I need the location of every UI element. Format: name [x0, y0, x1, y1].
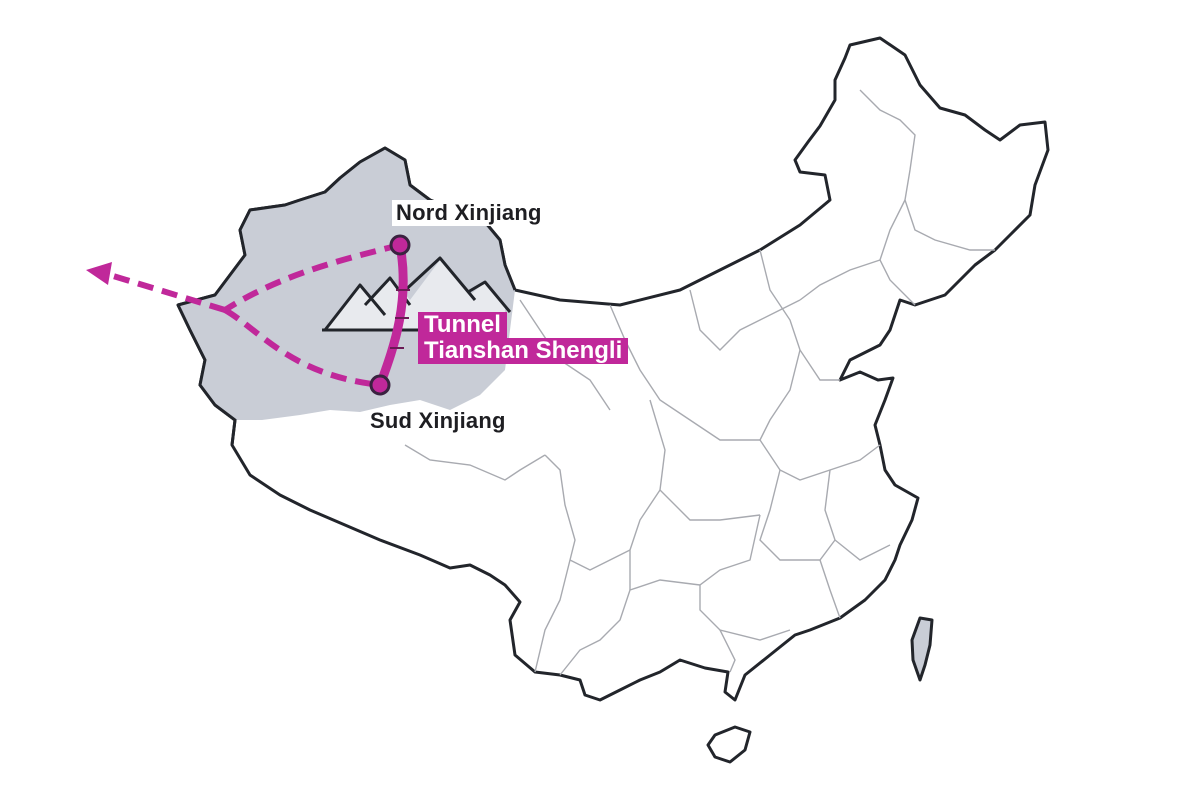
hainan — [706, 725, 752, 764]
tunnel-line — [375, 240, 408, 390]
tunnel-label: Tunnel Tianshan Shengli — [418, 312, 629, 364]
marker-nord-xinjiang[interactable] — [389, 234, 411, 256]
taiwan — [910, 616, 934, 682]
label-nord-xinjiang: Nord Xinjiang — [392, 200, 546, 226]
arrow-west-icon — [86, 262, 112, 285]
route-lines — [109, 242, 401, 388]
marker-sud-xinjiang[interactable] — [369, 374, 391, 396]
xinjiang-region — [178, 148, 515, 420]
tunnel-label-line2: Tianshan Shengli — [418, 338, 629, 364]
tunnel-label-line1: Tunnel — [418, 312, 507, 338]
label-sud-xinjiang: Sud Xinjiang — [370, 408, 506, 433]
